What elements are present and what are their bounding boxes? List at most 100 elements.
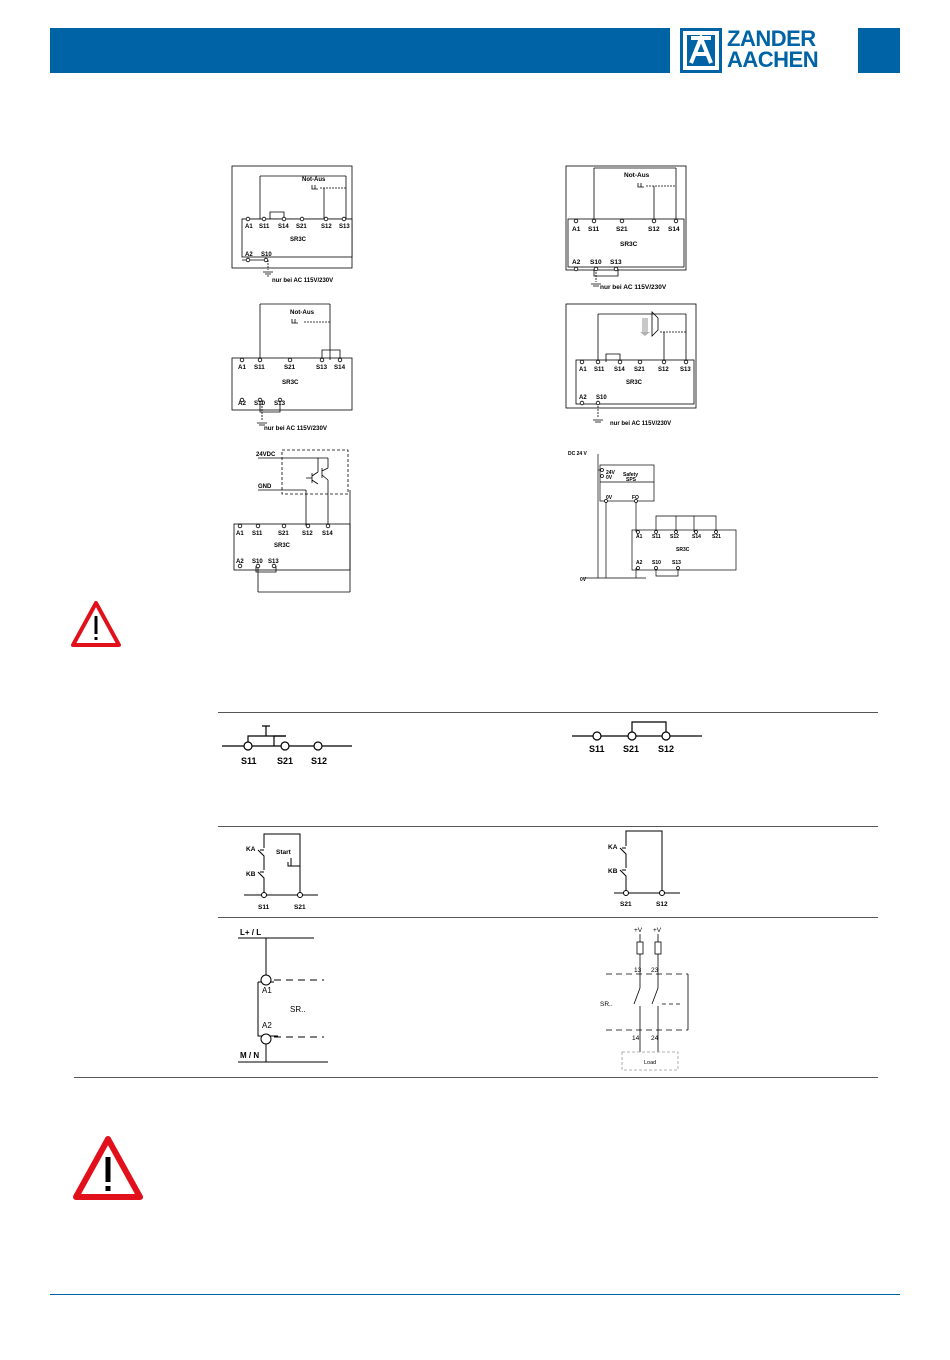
plus-v-1: +V bbox=[634, 927, 643, 934]
supply-dc24v: DC 24 V bbox=[568, 451, 588, 457]
term-s14: S14 bbox=[614, 367, 625, 373]
module-label: SR3C bbox=[290, 237, 307, 243]
kb-label: KB bbox=[246, 871, 256, 878]
symbol-s11-s21-switch: S11 S21 S12 bbox=[222, 718, 362, 770]
term-s10: S10 bbox=[652, 560, 661, 566]
term-s14: S14 bbox=[334, 364, 346, 371]
term-14: 14 bbox=[632, 1035, 640, 1042]
term-a1: A1 bbox=[262, 986, 272, 995]
term-a1: A1 bbox=[579, 367, 587, 373]
line-negative: M / N bbox=[240, 1051, 259, 1060]
wiring-diagram-3: Not-Aus A1 S11 S21 S13 S14 SR3C A2 S10 S… bbox=[231, 303, 372, 434]
warning-triangle-icon bbox=[72, 1135, 144, 1206]
term-s14: S14 bbox=[322, 531, 333, 537]
term-s21: S21 bbox=[634, 367, 645, 373]
header-bar bbox=[50, 28, 670, 73]
term-s11: S11 bbox=[652, 534, 661, 540]
term-s21: S21 bbox=[284, 364, 296, 371]
ac-note: nur bei AC 115V/230V bbox=[272, 278, 333, 284]
ac-note: nur bei AC 115V/230V bbox=[264, 425, 328, 432]
term-s12: S12 bbox=[648, 226, 660, 233]
term-s10: S10 bbox=[261, 252, 272, 258]
term-s14: S14 bbox=[278, 224, 289, 230]
wiring-diagram-4: A1 S11 S14 S21 S12 S13 SR3C A2 S10 nur b… bbox=[565, 303, 706, 434]
term-s13: S13 bbox=[339, 224, 350, 230]
term-s21: S21 bbox=[712, 534, 721, 540]
not-aus-label: Not-Aus bbox=[290, 309, 315, 316]
zander-logo-icon bbox=[680, 28, 722, 73]
plc-24v: 24V bbox=[606, 470, 616, 476]
term-s12: S12 bbox=[658, 367, 669, 373]
ground-label: GND bbox=[258, 484, 272, 490]
module-label: SR3C bbox=[620, 241, 638, 248]
term-s11: S11 bbox=[254, 364, 265, 371]
plc-out-fo: FO bbox=[632, 495, 639, 501]
device-label: SR.. bbox=[600, 1001, 613, 1008]
term-s12: S12 bbox=[658, 744, 674, 754]
term-s12: S12 bbox=[311, 756, 327, 766]
term-s12: S12 bbox=[321, 224, 332, 230]
wiring-diagram-6: DC 24 V 24V 0V Safety SPS 0V FO A1 S11 S… bbox=[566, 448, 746, 588]
brand-line-2: AACHEN bbox=[727, 47, 819, 72]
term-s21: S21 bbox=[620, 901, 632, 908]
term-s10: S10 bbox=[596, 395, 607, 401]
plc-0v: 0V bbox=[606, 475, 613, 481]
table-rule-mid-1 bbox=[218, 826, 878, 827]
term-s10: S10 bbox=[590, 259, 602, 266]
ka-label: KA bbox=[246, 846, 256, 853]
kb-label: KB bbox=[608, 868, 618, 875]
ka-label: KA bbox=[608, 844, 618, 851]
symbol-s21-s12-bridge: S11 S21 S12 bbox=[572, 716, 712, 766]
line-positive: L+ / L bbox=[240, 928, 261, 937]
term-s14: S14 bbox=[692, 534, 701, 540]
common-0v: 0V bbox=[580, 577, 587, 583]
symbol-power-supply: L+ / L M / N A1 A2 SR.. bbox=[238, 924, 338, 1066]
plus-v-2: +V bbox=[653, 927, 662, 934]
term-13: 13 bbox=[634, 967, 642, 974]
wiring-diagram-5: 24VDC GND A1 S11 S21 S12 S14 SR3C A2 S10… bbox=[232, 448, 362, 598]
brand-line-1: ZANDER bbox=[727, 26, 816, 51]
symbol-output-contacts: +V +V 13 23 SR.. 14 24 Load bbox=[596, 924, 706, 1074]
brand-name: ZANDER AACHEN bbox=[727, 28, 847, 73]
term-s13: S13 bbox=[268, 559, 279, 565]
warning-triangle-icon bbox=[70, 600, 122, 653]
device-label: SR.. bbox=[290, 1005, 306, 1014]
plc-title-2: SPS bbox=[626, 477, 637, 483]
header-gap bbox=[670, 28, 680, 73]
term-s21: S21 bbox=[278, 531, 289, 537]
term-s21: S21 bbox=[294, 904, 306, 911]
term-s21: S21 bbox=[296, 224, 307, 230]
term-a1: A1 bbox=[572, 226, 581, 233]
term-a2: A2 bbox=[572, 259, 581, 266]
term-a2: A2 bbox=[579, 395, 587, 401]
term-s13: S13 bbox=[610, 259, 622, 266]
term-s12: S12 bbox=[670, 534, 679, 540]
term-s11: S11 bbox=[259, 224, 270, 230]
module-label: SR3C bbox=[626, 380, 643, 386]
term-a2: A2 bbox=[238, 400, 246, 407]
term-s12: S12 bbox=[302, 531, 313, 537]
term-s13: S13 bbox=[274, 400, 286, 407]
term-s21: S21 bbox=[623, 744, 639, 754]
term-s11: S11 bbox=[241, 756, 257, 766]
supply-24vdc: 24VDC bbox=[256, 452, 276, 458]
table-rule-top bbox=[218, 712, 878, 713]
symbol-start-ka-kb: KA KB Start S11 S21 bbox=[244, 832, 334, 914]
term-s10: S10 bbox=[252, 559, 263, 565]
term-s13: S13 bbox=[316, 364, 328, 371]
term-s14: S14 bbox=[668, 226, 680, 233]
table-rule-mid-2 bbox=[218, 917, 878, 918]
term-a2: A2 bbox=[636, 560, 643, 566]
term-s11: S11 bbox=[258, 904, 270, 911]
ac-note: nur bei AC 115V/230V bbox=[600, 284, 667, 291]
term-23: 23 bbox=[651, 967, 659, 974]
term-a1: A1 bbox=[236, 531, 244, 537]
wiring-diagram-2: Not-Aus A1 S11 S21 S12 S14 SR3C A2 S10 S… bbox=[565, 165, 706, 296]
wiring-diagram-1: Not-Aus A1 S11 S14 S21 S12 S13 SR3C A2 S… bbox=[231, 165, 372, 286]
term-s11: S11 bbox=[594, 367, 605, 373]
term-s12: S12 bbox=[656, 901, 668, 908]
term-s13: S13 bbox=[680, 367, 691, 373]
term-a2: A2 bbox=[236, 559, 244, 565]
footer-rule bbox=[50, 1294, 900, 1295]
term-a1: A1 bbox=[238, 364, 246, 371]
